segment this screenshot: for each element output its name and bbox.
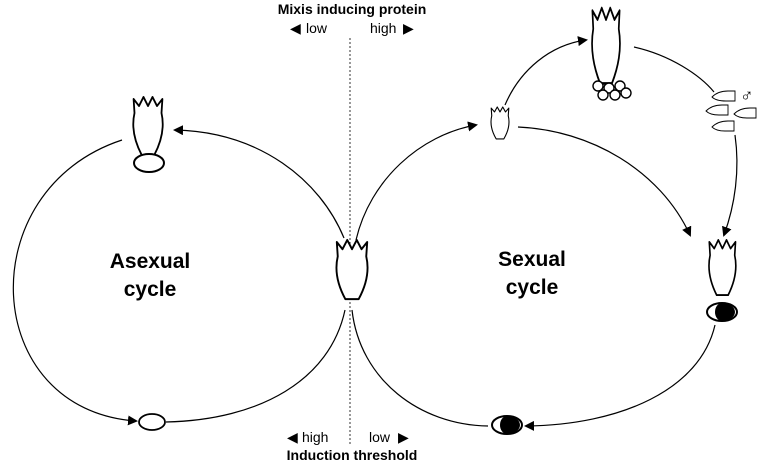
bottom-axis-low: low: [369, 429, 391, 445]
bottom-axis-high: high: [302, 429, 328, 445]
fertilized-female-icon: [707, 239, 737, 297]
male-producing-female-icon: [590, 6, 622, 85]
fertilized-egg-icon: [706, 302, 738, 322]
males-icon: [705, 90, 757, 132]
central-rotifer-icon: [335, 238, 369, 301]
bottom-axis-low-arrow-icon: ▶: [398, 429, 409, 445]
top-axis-low: low: [306, 20, 328, 36]
top-axis-high-arrow-icon: ▶: [403, 20, 414, 36]
top-axis-high-label: high: [370, 20, 396, 36]
male-symbol-icon: ♂: [740, 85, 754, 105]
bottom-axis-title: Induction threshold: [287, 447, 418, 463]
sexual-label-2: cycle: [506, 276, 559, 299]
top-axis-title: Mixis inducing protein: [278, 1, 427, 17]
amictic-female-icon: [132, 96, 164, 156]
arrow-to-male-producing-female: [504, 36, 588, 106]
bottom-axis-high-arrow-icon: ◀: [287, 429, 298, 445]
parthenogenetic-egg-icon: [138, 413, 166, 431]
arrow-males-to-fertilization: [722, 134, 738, 237]
amictic-egg-icon: [133, 153, 165, 173]
mictic-female-icon: [490, 106, 510, 140]
arrow-center-to-asexual-female: [173, 125, 345, 239]
resting-egg-icon: [491, 415, 523, 435]
arrow-center-to-mictic-female: [355, 121, 478, 241]
arc-to-males: [633, 46, 715, 93]
arrow-female-to-egg: [12, 139, 138, 426]
arrow-to-resting-egg: [524, 324, 716, 431]
asexual-label-2: cycle: [124, 278, 177, 301]
arrow-mictic-to-fertilized-female: [517, 126, 692, 237]
top-axis-low-arrow-icon: ◀: [290, 20, 301, 36]
arrow-egg-to-center: [165, 309, 346, 423]
asexual-label: Asexual: [110, 250, 191, 273]
arrow-resting-egg-to-center: [351, 309, 489, 427]
sexual-label: Sexual: [498, 248, 566, 271]
male-eggs-icon: [592, 80, 632, 101]
